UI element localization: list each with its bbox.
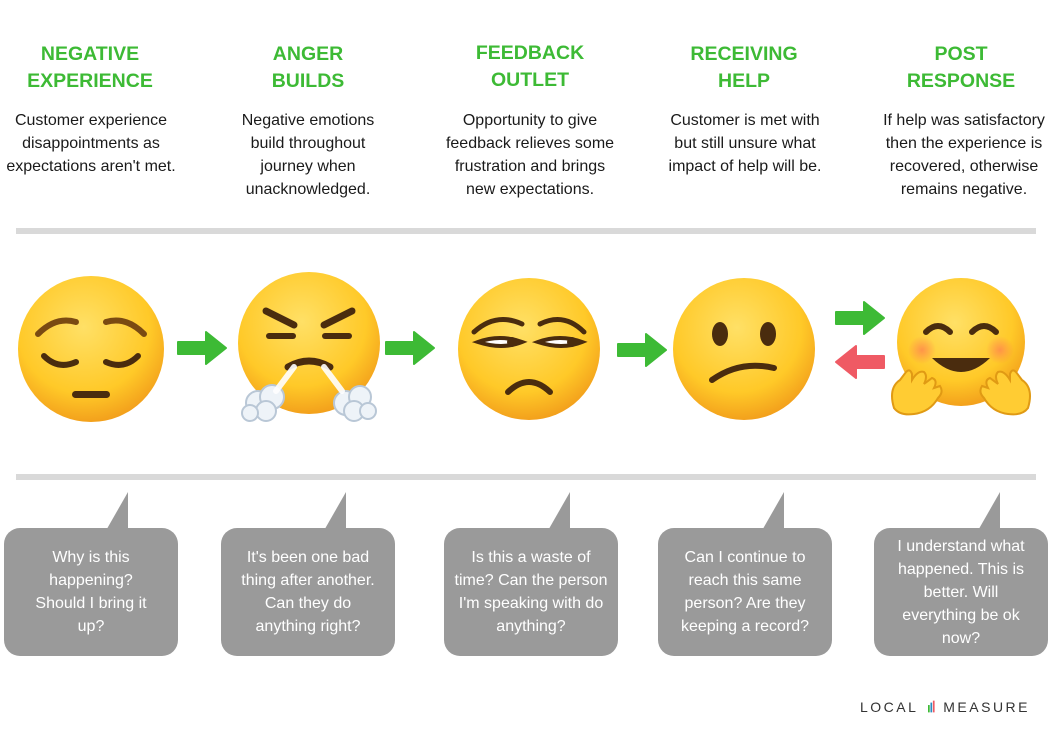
speech-bubble-tail xyxy=(322,492,346,534)
speech-bubble-text: I understand what happened. This is bett… xyxy=(897,537,1025,647)
logo-word-local: LOCAL xyxy=(860,699,919,715)
speech-bubble-post-response: I understand what happened. This is bett… xyxy=(874,528,1048,656)
stage-title-post-response: POST RESPONSE xyxy=(906,43,1016,92)
pensive-face-icon xyxy=(18,276,164,422)
local-measure-logo: LOCAL MEASURE xyxy=(860,694,1030,720)
steaming-angry-face-icon xyxy=(238,272,380,422)
stage-description-anger-builds: Negative emotions build throughout journ… xyxy=(241,112,375,198)
unamused-face-icon xyxy=(458,278,600,420)
arrow-right-icon xyxy=(385,331,435,365)
arrow-right-icon xyxy=(835,301,885,335)
speech-bubble-tail xyxy=(104,492,128,534)
arrow-right-icon xyxy=(617,333,667,367)
confused-face-icon xyxy=(673,278,815,420)
stage-description-feedback-outlet: Opportunity to give feedback relieves so… xyxy=(445,112,615,198)
logo-word-measure: MEASURE xyxy=(943,699,1030,715)
speech-bubble-tail xyxy=(546,492,570,534)
stage-title-feedback-outlet: FEEDBACK OUTLET xyxy=(475,42,585,91)
stage-title-negative-experience: NEGATIVE EXPERIENCE xyxy=(27,43,153,92)
arrow-left-icon xyxy=(835,345,885,379)
speech-bubble-tail xyxy=(760,492,784,534)
top-divider xyxy=(16,228,1036,234)
bottom-divider xyxy=(16,474,1036,480)
speech-bubble-tail xyxy=(976,492,1000,534)
stage-title-anger-builds: ANGER BUILDS xyxy=(271,43,345,92)
bar-chart-logo-icon xyxy=(928,700,936,713)
speech-bubble-text: It's been one bad thing after another. C… xyxy=(241,549,375,635)
hugging-face-icon xyxy=(891,278,1031,416)
stage-description-receiving-help: Customer is met with but still unsure wh… xyxy=(668,112,822,175)
speech-bubble-feedback-outlet: Is this a waste of time? Can the person … xyxy=(444,528,618,656)
speech-bubble-text: Is this a waste of time? Can the person … xyxy=(454,549,608,635)
speech-bubble-text: Can I continue to reach this same person… xyxy=(680,549,810,635)
speech-bubble-text: Why is this happening? Should I bring it… xyxy=(35,549,147,635)
arrow-right-icon xyxy=(177,331,227,365)
stage-description-post-response: If help was satisfactory then the experi… xyxy=(883,112,1045,198)
speech-bubble-negative-experience: Why is this happening? Should I bring it… xyxy=(4,528,178,656)
stage-title-receiving-help: RECEIVING HELP xyxy=(690,43,798,92)
speech-bubble-anger-builds: It's been one bad thing after another. C… xyxy=(221,528,395,656)
speech-bubble-receiving-help: Can I continue to reach this same person… xyxy=(658,528,832,656)
stage-description-negative-experience: Customer experience disappointments as e… xyxy=(6,112,176,175)
